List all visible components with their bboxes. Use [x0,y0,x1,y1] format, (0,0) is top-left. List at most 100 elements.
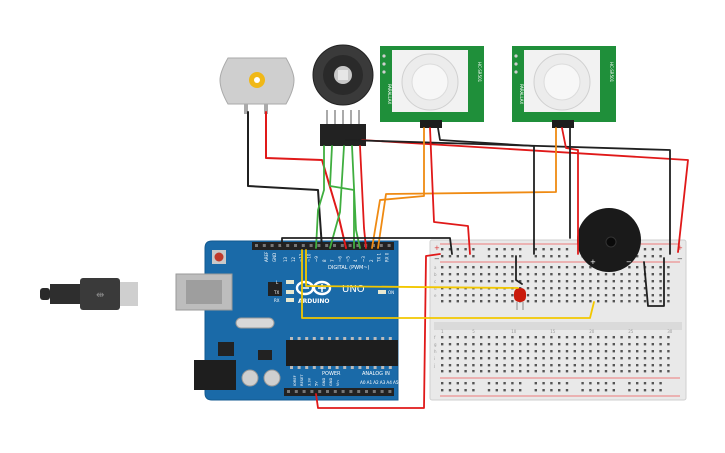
power-pin-label: GND [322,378,326,386]
breadboard-hole [558,336,561,339]
breadboard-hole [448,273,452,276]
breadboard-hole [480,266,483,269]
rail-hole [581,382,584,385]
breadboard-hole [495,370,498,373]
breadboard-hole [565,280,569,283]
breadboard-hole [581,350,584,353]
rx-label: RX [274,298,280,303]
rail-hole [464,382,467,385]
header-pin [262,244,266,247]
breadboard-hole [464,336,467,339]
breadboard-hole [480,273,483,276]
rail-hole [448,389,452,392]
breadboard-hole [620,370,623,373]
wire-black [247,111,323,249]
rail-hole [464,389,467,392]
breadboard-hole [667,370,670,373]
led-body [514,288,526,302]
breadboard-hole [480,357,483,360]
tx-label: TX [273,290,279,295]
header-pin [372,244,375,247]
breadboard-hole [581,364,584,367]
breadboard-hole [495,294,498,297]
rail-hole [565,382,569,385]
breadboard-hole [604,280,608,283]
breadboard-hole [659,357,662,360]
rotary-encoder [312,44,374,146]
rail-hole [456,389,459,392]
breadboard-hole [620,336,623,339]
breadboard-hole [441,350,444,353]
rail-hole [511,389,514,392]
chip-pin [343,366,347,369]
breadboard-hole [542,300,545,303]
breadboard-hole [503,300,506,303]
header-pin [287,390,290,393]
breadboard-hole [550,370,553,373]
breadboard-hole [495,357,498,360]
power-pin-label: 5V [315,381,319,386]
breadboard-hole [581,357,584,360]
column-number: 25 [628,329,634,334]
column-number: 15 [550,329,556,334]
rail-hole [511,255,514,258]
breadboard-hole [565,336,569,339]
reset-button-cap[interactable] [214,252,224,262]
breadboard-hole [503,280,506,283]
pir-side-text: HC-SR501 [477,62,482,83]
breadboard-hole [651,350,654,353]
piezo-buzzer: + − [577,208,641,272]
breadboard-hole [511,343,514,346]
breadboard-hole [542,350,545,353]
breadboard-hole [550,343,553,346]
breadboard-hole [542,266,545,269]
usb-cable [50,284,80,304]
chip-pin [290,337,293,340]
wire-red [361,139,689,253]
header-pin [379,244,383,247]
breadboard-hole [573,280,576,283]
chip-pin [373,337,377,340]
breadboard-hole [503,350,506,353]
breadboard-hole [448,294,452,297]
rail-hole [558,248,561,251]
encoder-connector [320,124,366,146]
header-pin [318,390,322,393]
breadboard-hole [651,300,654,303]
rail-hole [503,248,506,251]
breadboard-hole [456,273,459,276]
rail-hole [589,389,592,392]
breadboard-hole [519,357,522,360]
breadboard-hole [472,273,475,276]
breadboard-hole [441,294,444,297]
breadboard-hole [534,294,537,297]
breadboard-hole [534,266,537,269]
rail-hole [636,382,639,385]
breadboard-hole [534,273,537,276]
breadboard-hole [441,300,444,303]
breadboard-hole [659,343,662,346]
model-label: UNO [342,284,365,295]
dc-jack [194,360,236,390]
rail-hole [651,389,654,392]
row-letter: i [434,356,435,361]
breadboard-hole [519,273,522,276]
breadboard-hole [636,266,639,269]
breadboard-hole [620,287,623,290]
breadboard-hole [581,287,584,290]
pin-label: 4 [353,259,358,262]
breadboard-hole [519,266,522,269]
header-pin [333,244,336,247]
breadboard-hole [464,357,467,360]
small-ic [258,350,272,360]
breadboard-hole [448,364,452,367]
breadboard-hole [550,364,553,367]
breadboard-hole [589,273,592,276]
breadboard-hole [589,294,592,297]
breadboard-hole [503,336,506,339]
breadboard-hole [503,357,506,360]
pin-label: ~10 [306,253,311,262]
breadboard-hole [604,287,608,290]
breadboard-hole [456,350,459,353]
